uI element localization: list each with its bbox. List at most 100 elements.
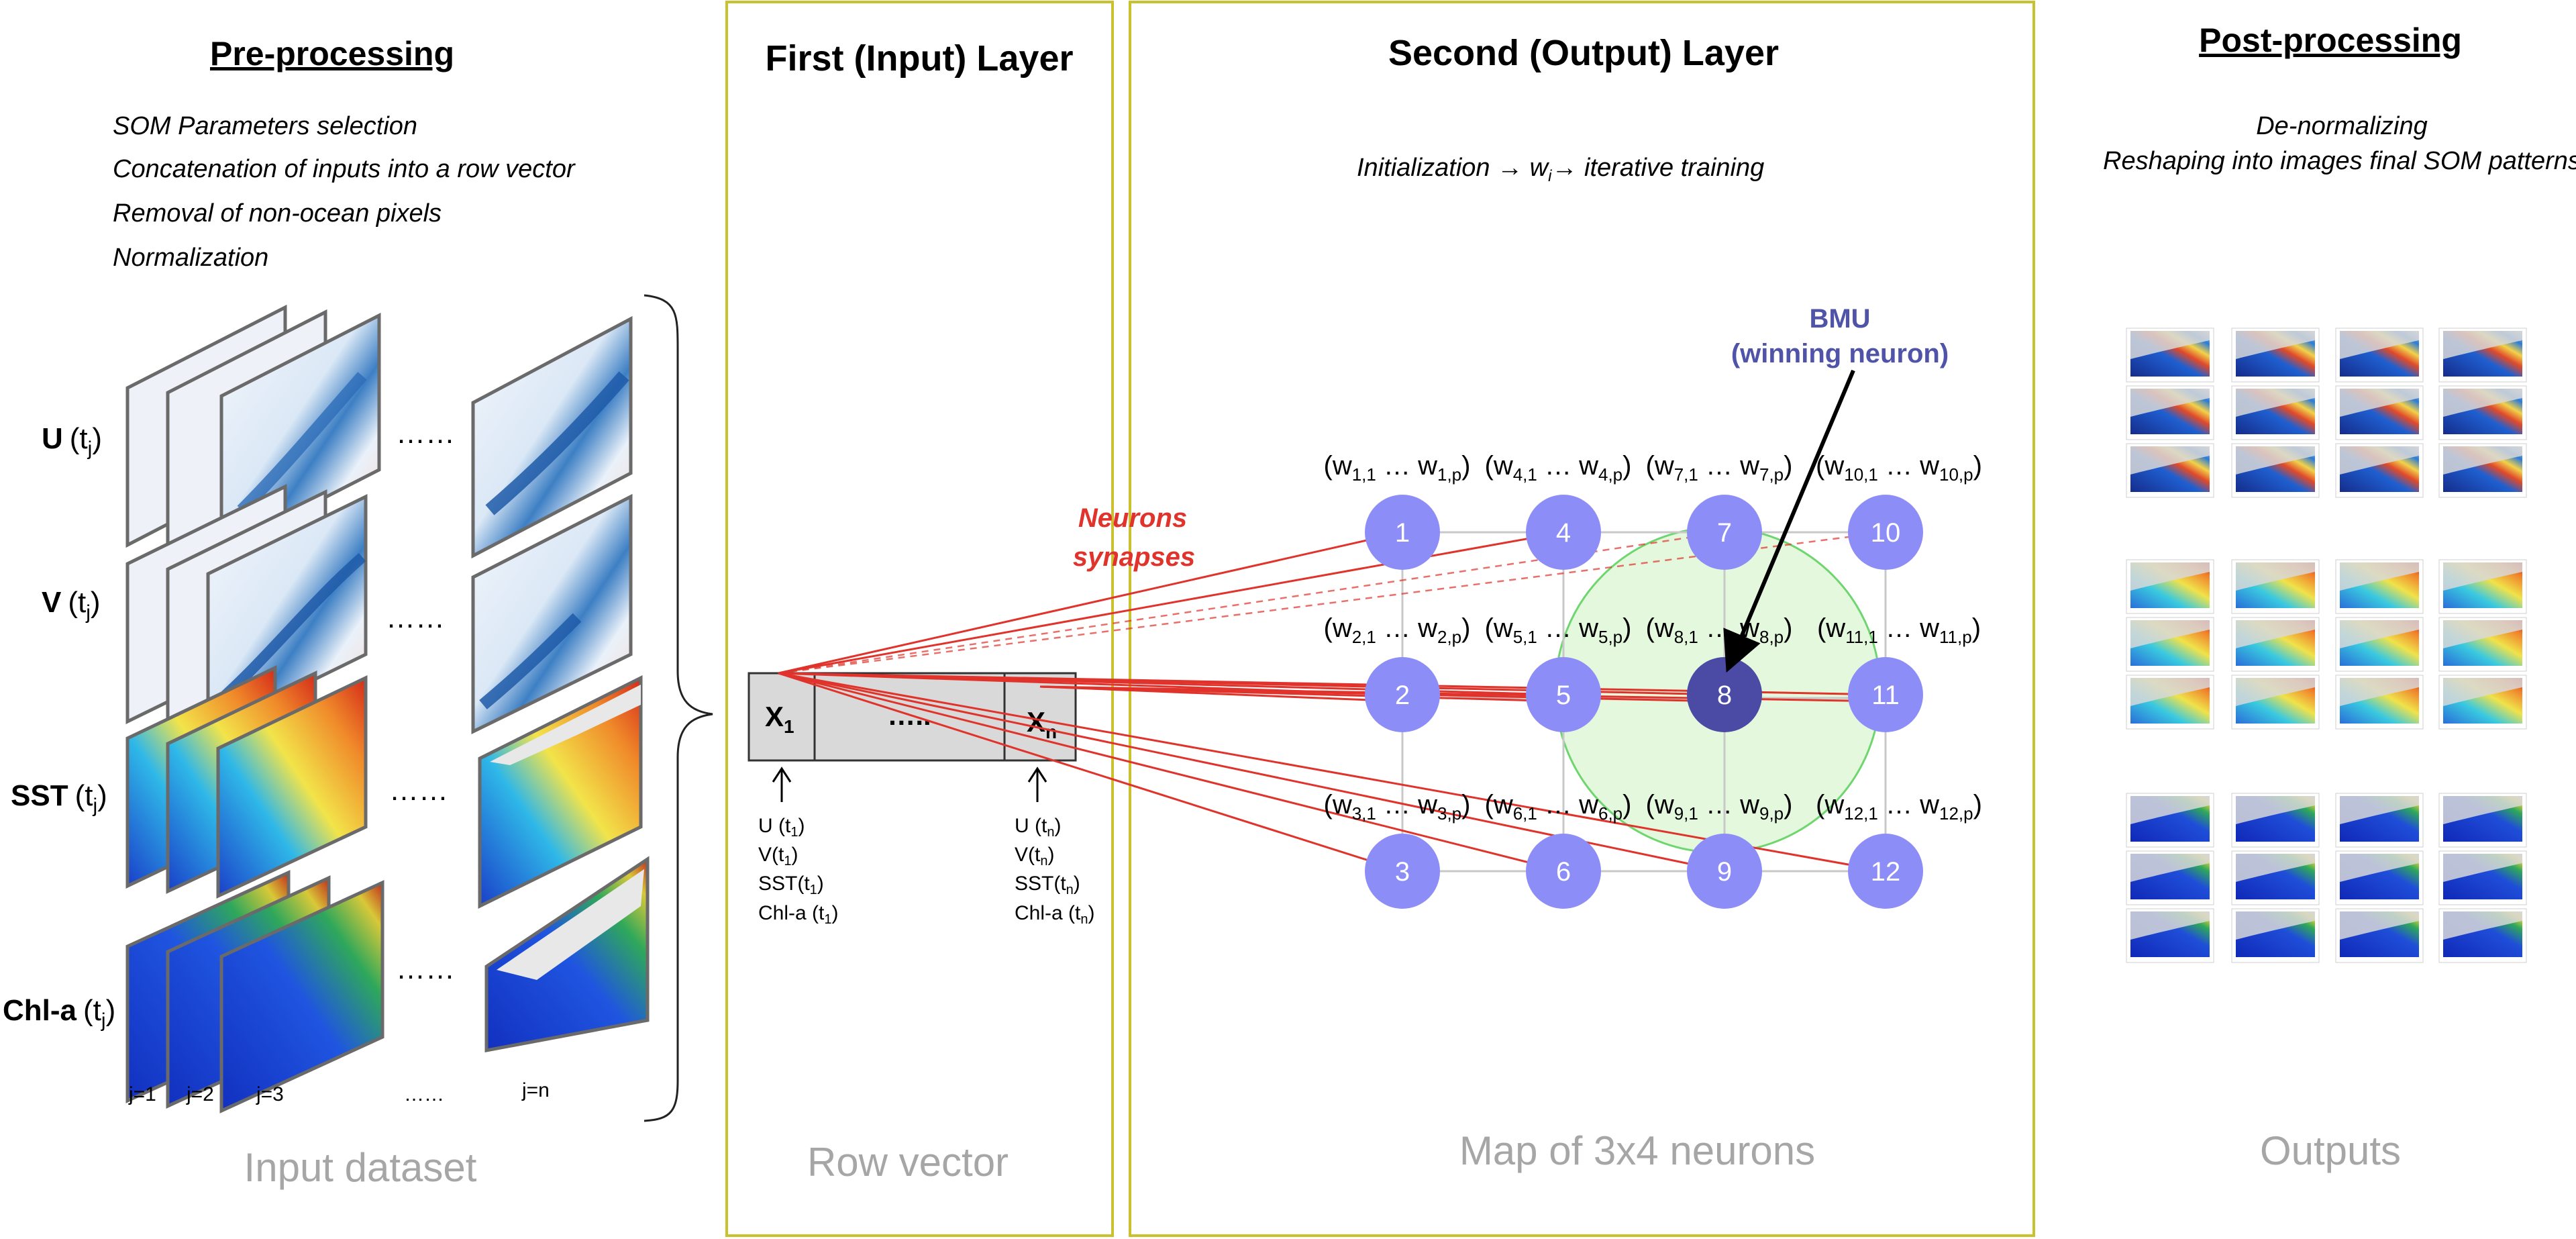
neuron xyxy=(1365,657,1440,732)
preprocessing-step: Concatenation of inputs into a row vecto… xyxy=(113,155,576,183)
thumbnail-land xyxy=(2443,678,2522,706)
preprocessing-step: SOM Parameters selection xyxy=(113,112,417,140)
thumbnail-land xyxy=(2340,620,2419,648)
thumbnail-land xyxy=(2340,796,2419,824)
preprocessing-title: Pre-processing xyxy=(210,35,454,72)
neuron-weights: (w6,1 … w6,p) xyxy=(1485,790,1632,824)
neuron-number: 7 xyxy=(1717,518,1732,548)
thumbnail-land xyxy=(2236,911,2315,940)
j-label: …… xyxy=(404,1083,444,1105)
j-label: j=n xyxy=(521,1079,550,1101)
synapse-solid xyxy=(778,672,1886,873)
neuron-map: 1(w1,1 … w1,p)4(w4,1 … w4,p)7(w7,1 … w7,… xyxy=(1324,451,1982,909)
output-patterns xyxy=(2126,328,2527,963)
thumbnail-land xyxy=(2340,562,2419,591)
variable-label-sst: SST(tj) xyxy=(11,779,107,817)
ellipsis: …… xyxy=(389,774,448,807)
synapse-solid xyxy=(778,531,1564,675)
neuron-number: 2 xyxy=(1395,681,1410,710)
postprocessing-step: De-normalizing xyxy=(2256,112,2428,140)
thumbnail-land xyxy=(2443,854,2522,882)
thumbnail-land xyxy=(2443,620,2522,648)
neuron-number: 9 xyxy=(1717,857,1732,887)
input-layer-panel xyxy=(725,1,1114,1237)
postprocessing-step: Reshaping into images final SOM patterns xyxy=(2103,147,2576,175)
row-vector-first-cell: X1 xyxy=(765,701,794,737)
u-image-stack xyxy=(125,304,633,559)
svg-text:Chl-a (t1): Chl-a (t1) xyxy=(758,902,838,927)
neuron-weights: (w4,1 … w4,p) xyxy=(1485,451,1632,485)
thumbnail-land xyxy=(2340,854,2419,882)
svg-text:SST(t1): SST(t1) xyxy=(758,873,824,897)
first-input-list: U (t1) V(t1) SST(t1) Chl-a (t1) xyxy=(758,815,838,927)
svg-text:Chl-a (tn): Chl-a (tn) xyxy=(1015,902,1094,927)
thumbnail-land xyxy=(2340,911,2419,940)
neuron-weights: (w12,1 … w12,p) xyxy=(1816,790,1982,824)
thumbnail-land xyxy=(2236,562,2315,591)
thumbnail-land xyxy=(2236,854,2315,882)
sst-image-stack xyxy=(125,665,643,909)
neuron-number: 5 xyxy=(1556,681,1571,710)
thumbnail-land xyxy=(2443,562,2522,591)
neuron-number: 12 xyxy=(1871,857,1901,887)
j-label: j=3 xyxy=(256,1083,284,1105)
output-layer-title: Second (Output) Layer xyxy=(1388,33,1779,73)
thumbnail-land xyxy=(2130,796,2210,824)
synapse-solid xyxy=(778,672,1564,873)
row-vector-last-cell: Xn xyxy=(1027,706,1057,742)
thumbnail-land xyxy=(2443,331,2522,359)
thumbnail-land xyxy=(2340,446,2419,475)
neuron-number: 11 xyxy=(1871,681,1900,710)
neuron-number: 6 xyxy=(1556,857,1571,887)
synapse-solid xyxy=(778,531,1403,675)
ellipsis: …… xyxy=(386,601,445,634)
thumbnail-land xyxy=(2236,620,2315,648)
neuron-number: 3 xyxy=(1395,857,1410,887)
thumbnail-land xyxy=(2130,620,2210,648)
neuron-weights: (w3,1 … w3,p) xyxy=(1324,790,1471,824)
output-layer-panel xyxy=(1129,1,2035,1237)
preprocessing-step: Removal of non-ocean pixels xyxy=(113,199,442,228)
svg-text:V(t1): V(t1) xyxy=(758,844,798,869)
thumbnail-land xyxy=(2236,678,2315,706)
neuron-weights: (w7,1 … w7,p) xyxy=(1646,451,1793,485)
thumbnail-land xyxy=(2130,854,2210,882)
variable-label-u: U(tj) xyxy=(42,422,102,460)
neuron-number: 1 xyxy=(1395,518,1410,548)
neuron xyxy=(1526,495,1601,570)
output-layer-subtitle: Initialization → wi→ iterative training xyxy=(1357,154,1764,185)
thumbnail-land xyxy=(2130,331,2210,359)
thumbnail-land xyxy=(2130,911,2210,940)
thumbnail-land xyxy=(2340,678,2419,706)
j-label: j=1 xyxy=(128,1083,156,1105)
thumbnail-land xyxy=(2443,446,2522,475)
neuron xyxy=(1365,495,1440,570)
neuron-weights: (w10,1 … w10,p) xyxy=(1816,451,1982,485)
neuron xyxy=(1848,834,1923,909)
variable-label-v: V(tj) xyxy=(42,586,101,624)
svg-text:U (t1): U (t1) xyxy=(758,815,805,840)
neuron xyxy=(1365,834,1440,909)
ellipsis: …… xyxy=(396,417,455,450)
thumbnail-land xyxy=(2340,389,2419,417)
preprocessing-step: Normalization xyxy=(113,244,268,272)
thumbnail-land xyxy=(2443,389,2522,417)
thumbnail-land xyxy=(2236,796,2315,824)
row-vector-footer: Row vector xyxy=(807,1140,1009,1185)
svg-text:SST(tn): SST(tn) xyxy=(1015,873,1080,897)
neuron-weights: (w9,1 … w9,p) xyxy=(1646,790,1793,824)
thumbnail-land xyxy=(2130,446,2210,475)
svg-text:U (tn): U (tn) xyxy=(1015,815,1061,840)
neuron xyxy=(1687,834,1762,909)
thumbnail-land xyxy=(2443,911,2522,940)
neuron-number: 10 xyxy=(1871,518,1901,548)
postprocessing-title: Post-processing xyxy=(2199,21,2462,59)
bmu-label: BMU(winning neuron) xyxy=(1731,304,1949,368)
neuron xyxy=(1848,495,1923,570)
neuron xyxy=(1526,657,1601,732)
row-vector-arrows xyxy=(772,766,1047,802)
input-dataset-footer: Input dataset xyxy=(244,1145,477,1190)
input-layer-title: First (Input) Layer xyxy=(765,38,1073,79)
